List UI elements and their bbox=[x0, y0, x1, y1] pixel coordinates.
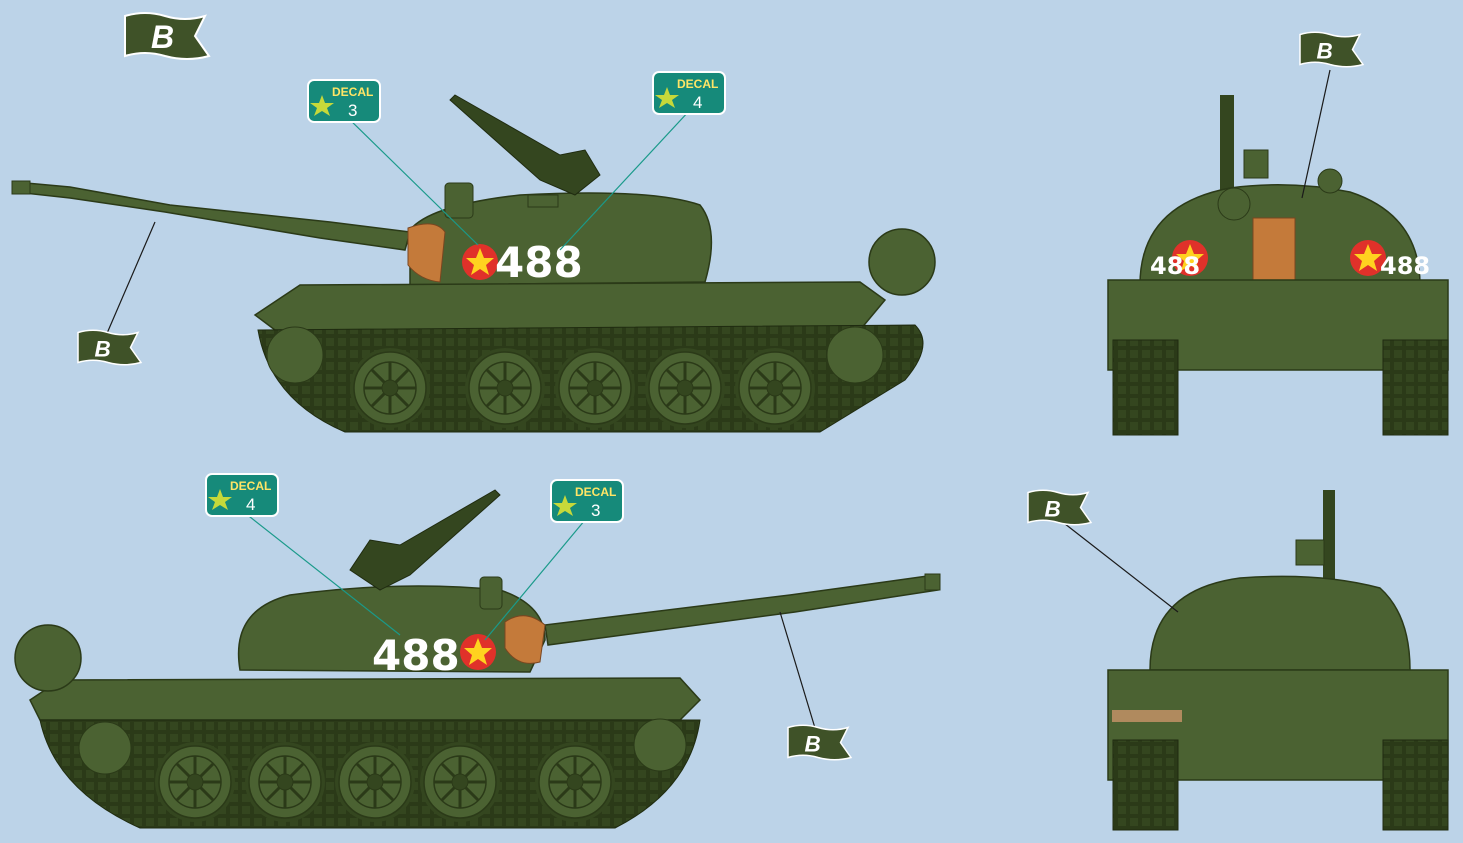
hull-upper bbox=[29, 677, 702, 721]
mantlet-cover bbox=[504, 615, 546, 664]
track-left bbox=[1112, 339, 1179, 436]
hull-upper bbox=[253, 281, 887, 331]
idler-wheel bbox=[633, 718, 687, 772]
muzzle bbox=[924, 573, 941, 591]
idler-wheel bbox=[266, 326, 324, 384]
fuel-drum bbox=[14, 624, 82, 692]
track-right bbox=[1382, 739, 1449, 831]
muzzle bbox=[11, 180, 31, 195]
searchlight-box bbox=[479, 576, 503, 610]
svg-text:B: B bbox=[805, 732, 821, 757]
tank-rear-view: B bbox=[1027, 489, 1449, 831]
mantlet-cover bbox=[407, 223, 446, 283]
track-right bbox=[1382, 339, 1449, 436]
aa-gun-rear bbox=[1323, 490, 1335, 580]
main-gun-barrel bbox=[544, 574, 939, 646]
star-roundel bbox=[460, 634, 496, 670]
drive-sprocket bbox=[78, 721, 132, 775]
scheme-flag-barrel: B bbox=[77, 329, 142, 366]
scheme-flag-front: B bbox=[1299, 31, 1364, 68]
svg-text:B: B bbox=[95, 337, 111, 362]
scheme-flag-top: B bbox=[124, 12, 210, 60]
decal-number: 4 bbox=[693, 93, 702, 112]
drive-sprocket bbox=[826, 326, 884, 384]
hull-number: 488 bbox=[1150, 252, 1200, 280]
commander-cupola bbox=[1317, 168, 1343, 194]
searchlight-box bbox=[444, 182, 474, 219]
aa-gun-box bbox=[1295, 539, 1325, 566]
star-roundel bbox=[462, 244, 498, 280]
decal-word: DECAL bbox=[575, 485, 616, 499]
tank-left-side-view: 488 DECAL 3 DECAL 4 B bbox=[11, 71, 936, 433]
hull-number: 488 bbox=[495, 238, 583, 287]
decal-word: DECAL bbox=[677, 77, 718, 91]
decal-number: 3 bbox=[591, 501, 600, 520]
aa-machine-gun bbox=[449, 94, 601, 196]
decal-word: DECAL bbox=[332, 85, 373, 99]
aa-machine-gun bbox=[349, 489, 501, 591]
decal-number: 3 bbox=[348, 101, 357, 120]
tank-right-side-view: 488 DECAL 4 DECAL 3 B bbox=[14, 473, 941, 829]
aa-gun-box bbox=[1243, 149, 1269, 179]
decal-callout-3: DECAL 3 bbox=[307, 79, 381, 123]
mantlet-cover bbox=[1252, 217, 1296, 281]
scheme-letter: B bbox=[151, 19, 174, 55]
decal-callout-4: DECAL 4 bbox=[652, 71, 726, 115]
stowage-log bbox=[1112, 710, 1182, 722]
decal-callout-4: DECAL 4 bbox=[205, 473, 279, 517]
svg-text:B: B bbox=[1045, 497, 1061, 522]
scheme-flag-barrel: B bbox=[787, 724, 852, 761]
fuel-drum bbox=[868, 228, 936, 296]
hull-number: 488 bbox=[1380, 252, 1430, 280]
decal-word: DECAL bbox=[230, 479, 271, 493]
turret bbox=[1149, 575, 1411, 671]
main-gun-barrel bbox=[14, 181, 411, 251]
decal-number: 4 bbox=[246, 495, 255, 514]
commander-hatch bbox=[527, 194, 559, 208]
svg-text:B: B bbox=[1317, 39, 1333, 64]
tank-front-view: 488 488 B bbox=[1107, 31, 1449, 436]
track-left bbox=[1112, 739, 1179, 831]
gun-barrel-front bbox=[1220, 95, 1234, 205]
gun-mantlet bbox=[1217, 187, 1251, 221]
hull-number: 488 bbox=[372, 631, 460, 680]
decal-callout-3: DECAL 3 bbox=[550, 479, 624, 523]
scheme-flag-rear: B bbox=[1027, 489, 1092, 526]
